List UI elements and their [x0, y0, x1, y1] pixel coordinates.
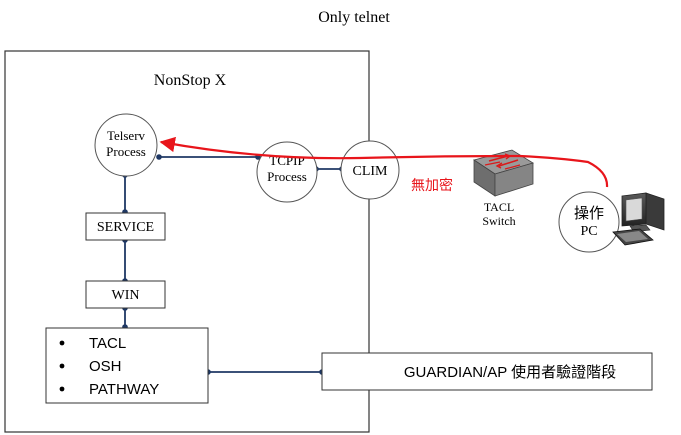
program-item-pathway: PATHWAY	[89, 381, 159, 398]
nonstop-system-box	[4, 50, 370, 433]
program-bullets	[59, 340, 65, 392]
programs-box	[45, 327, 209, 404]
clim-node	[340, 140, 400, 200]
program-item-tacl: TACL	[89, 335, 126, 352]
link-lines	[124, 156, 342, 373]
telserv-label-line1: Telserv	[107, 128, 146, 143]
operator-pc-label-line2: PC	[580, 224, 597, 239]
telserv-process-node	[94, 113, 158, 177]
guardian-box	[321, 352, 653, 391]
system-box-label: NonStop X	[154, 72, 227, 89]
diagram-title: Only telnet	[318, 9, 390, 26]
program-item-osh: OSH	[89, 358, 122, 375]
computer-icon	[612, 192, 665, 246]
service-box	[85, 212, 166, 241]
telserv-label-line2: Process	[106, 144, 146, 159]
operator-pc-label-line1: 操作	[574, 205, 604, 222]
operator-pc-node	[558, 191, 620, 253]
tcpip-label-line2: Process	[267, 169, 307, 184]
switch-label-line2: Switch	[482, 214, 515, 228]
service-label: SERVICE	[97, 220, 154, 235]
win-label: WIN	[112, 288, 140, 303]
win-box	[85, 280, 166, 309]
clim-label: CLIM	[353, 164, 389, 179]
connection-label: 無加密	[411, 177, 453, 193]
guardian-label: GUARDIAN/AP 使用者驗證階段	[404, 364, 616, 381]
switch-label-line1: TACL	[484, 200, 514, 214]
unencrypted-connection-arrow	[159, 136, 609, 188]
